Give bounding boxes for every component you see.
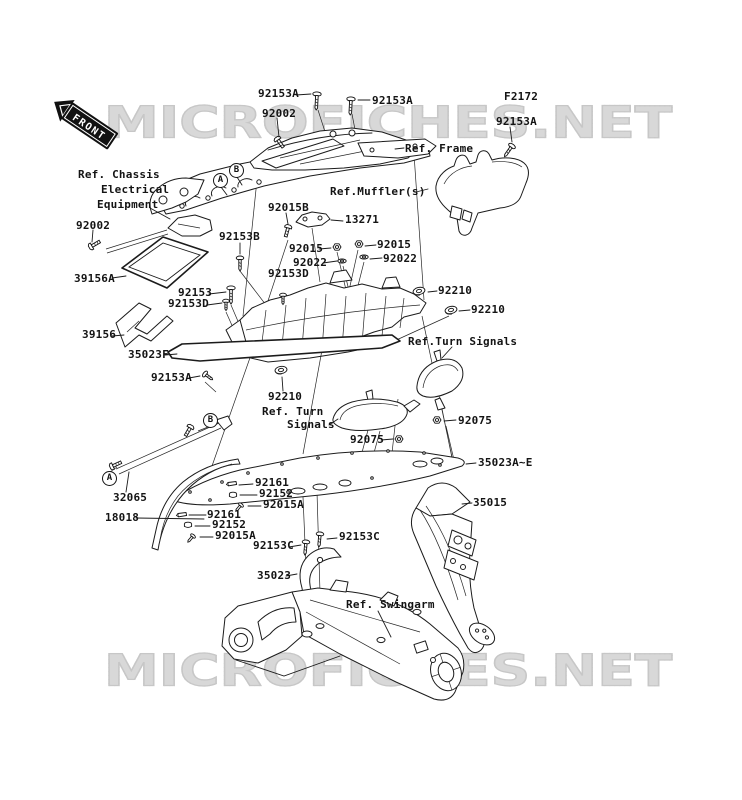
nut-icon xyxy=(354,240,364,248)
collar-icon xyxy=(183,521,193,528)
part-callout: 92015 xyxy=(377,238,412,251)
part-callout: 18018 xyxy=(105,511,140,524)
ref-callout: Signals xyxy=(287,418,335,431)
bracket-13271-drawing xyxy=(295,211,331,228)
reflector-39156-drawing xyxy=(115,302,174,348)
screw-icon xyxy=(300,539,311,556)
part-callout: 92210 xyxy=(471,303,506,316)
nut-icon xyxy=(394,435,404,443)
stay-32065-drawing xyxy=(108,415,233,475)
figure-code: F2172 xyxy=(504,90,539,103)
front-badge: FRONT xyxy=(54,100,119,150)
part-callout: 92022 xyxy=(383,252,418,265)
part-callout: 92002 xyxy=(262,107,297,120)
part-callout: 92153 xyxy=(178,286,213,299)
ref-callout: Ref. Chassis xyxy=(78,168,160,181)
ref-callout: Equipment xyxy=(97,198,159,211)
connector-circle-b: B xyxy=(229,163,244,178)
part-callout: 39156A xyxy=(74,272,115,285)
part-callout: 92153D xyxy=(268,267,309,280)
bolt-icon xyxy=(281,223,293,239)
ref-callout: Ref.Muffler(s) xyxy=(330,185,426,198)
grommet-icon xyxy=(443,304,459,316)
bolt-icon xyxy=(87,238,102,252)
ref-callout: Ref. Swingarm xyxy=(346,598,435,611)
ref-callout: Ref. Frame xyxy=(405,142,474,155)
reflector-plate-drawing xyxy=(121,236,209,289)
chassis-bracket-drawing xyxy=(105,214,213,254)
part-callout: 92015A xyxy=(263,498,304,511)
connector-circle-a: A xyxy=(102,471,117,486)
connector-circle-b: B xyxy=(203,413,218,428)
part-callout: 35015 xyxy=(473,496,508,509)
muffler-drawing xyxy=(435,150,529,236)
part-callout: 92153D xyxy=(168,297,209,310)
screw-icon xyxy=(235,255,245,272)
clip-icon xyxy=(226,481,238,487)
part-callout: 92015 xyxy=(289,242,324,255)
turn-signal-left-drawing xyxy=(332,389,421,431)
swingarm-drawing xyxy=(221,579,465,701)
clip-icon xyxy=(176,512,188,518)
part-callout: 92161 xyxy=(207,508,242,521)
part-callout: 92152 xyxy=(212,518,247,531)
part-callout: 92015A xyxy=(215,529,256,542)
turn-signal-right-drawing xyxy=(416,349,464,411)
part-callout: 92022 xyxy=(293,256,328,269)
ref-callout: Electrical xyxy=(101,183,170,196)
tail-tray-drawing xyxy=(171,449,465,506)
part-callout: 92075 xyxy=(458,414,493,427)
washer-icon xyxy=(359,254,369,260)
mudflap-18018-drawing xyxy=(151,458,241,551)
part-callout: 92153A xyxy=(496,115,537,128)
leader-lines xyxy=(91,93,513,638)
part-callout: 92002 xyxy=(76,219,111,232)
part-callout: 92161 xyxy=(255,476,290,489)
part-callout: 92015B xyxy=(268,201,309,214)
screw-icon xyxy=(222,298,230,311)
washer-icon xyxy=(337,258,347,264)
part-callout: 35023A~E xyxy=(478,456,533,469)
part-callout: 92153C xyxy=(339,530,380,543)
screw-icon xyxy=(314,531,325,548)
part-callout: 92153B xyxy=(219,230,260,243)
part-callout: 92153C xyxy=(253,539,294,552)
ref-callout: Ref.Turn Signals xyxy=(408,335,518,348)
nut-icon xyxy=(432,416,442,424)
rear-fender-assembly-drawing xyxy=(225,269,427,363)
screw-icon xyxy=(185,532,197,545)
part-callout: 35023F xyxy=(128,348,169,361)
screw-icon xyxy=(311,91,322,111)
part-callout: 32065 xyxy=(113,491,148,504)
part-callout: 92152 xyxy=(259,487,294,500)
part-callout: 92075 xyxy=(350,433,385,446)
part-callout: 92153A xyxy=(151,371,192,384)
screw-icon xyxy=(345,96,356,116)
grommet-icon xyxy=(274,365,288,376)
nut-icon xyxy=(332,243,342,251)
part-callout: 92210 xyxy=(438,284,473,297)
connector-circle-a: A xyxy=(213,173,228,188)
screw-icon xyxy=(201,369,216,383)
hugger-35015-drawing xyxy=(410,482,496,654)
part-callout: 13271 xyxy=(345,213,380,226)
undertray-35023f-drawing xyxy=(167,334,401,362)
ref-callout: Ref. Turn xyxy=(262,405,324,418)
collar-icon xyxy=(228,491,238,498)
part-callout: 92153A xyxy=(372,94,413,107)
screw-icon xyxy=(500,141,517,160)
tail-bracket-drawing xyxy=(249,127,421,171)
part-callout: 92153A xyxy=(258,87,299,100)
part-callout: 92210 xyxy=(268,390,303,403)
part-callout: 35023 xyxy=(257,569,292,582)
part-callout: 39156 xyxy=(82,328,117,341)
